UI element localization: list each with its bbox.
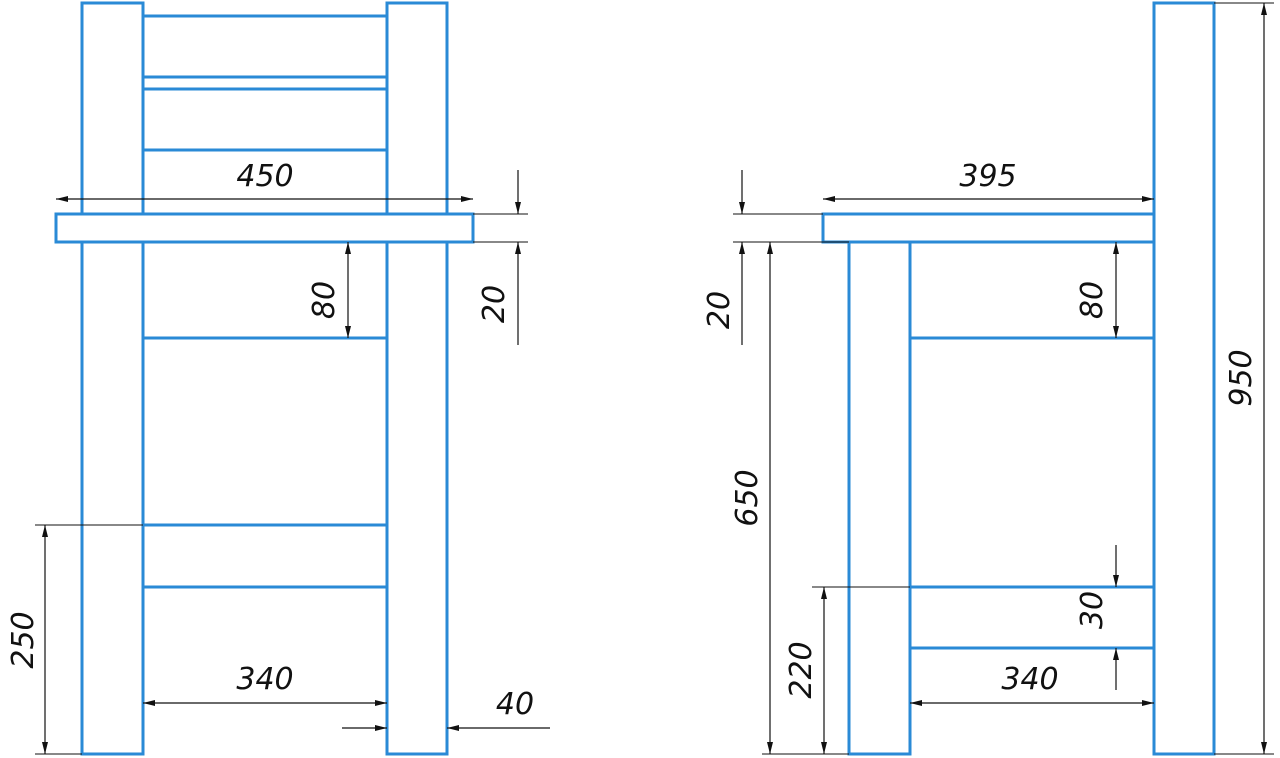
dim-side-lower-rail-height: 220: [784, 641, 819, 698]
dim-seat-depth: 395: [959, 159, 1016, 194]
dim-seat-width: 450: [236, 159, 293, 194]
dim-front-rail-drop: 80: [307, 281, 342, 319]
dim-side-lower-rail-width: 30: [1075, 591, 1110, 629]
dim-side-leg-spacing: 340: [1001, 662, 1058, 697]
side-back-leg: [1152, 1, 1216, 756]
dim-front-seat-thickness: 20: [477, 285, 512, 323]
side-view: 395 20 650 220 80 30 340 950: [702, 1, 1274, 756]
front-seat-board: [54, 212, 475, 244]
dim-side-rail-drop: 80: [1075, 281, 1110, 319]
dim-side-seat-thickness: 20: [702, 291, 737, 329]
dim-front-leg-spacing: 340: [236, 662, 293, 697]
side-front-leg: [847, 240, 912, 756]
dim-side-total-height: 950: [1224, 349, 1259, 406]
side-seat-board: [821, 212, 1156, 244]
front-right-leg: [385, 1, 449, 756]
front-left-leg: [80, 1, 145, 756]
dim-side-seat-height: 650: [730, 469, 765, 526]
front-view: 450 20 80 250 340 40: [6, 1, 550, 756]
dim-front-lower-rail-height: 250: [6, 611, 41, 668]
dim-front-leg-thickness: 40: [496, 687, 534, 722]
